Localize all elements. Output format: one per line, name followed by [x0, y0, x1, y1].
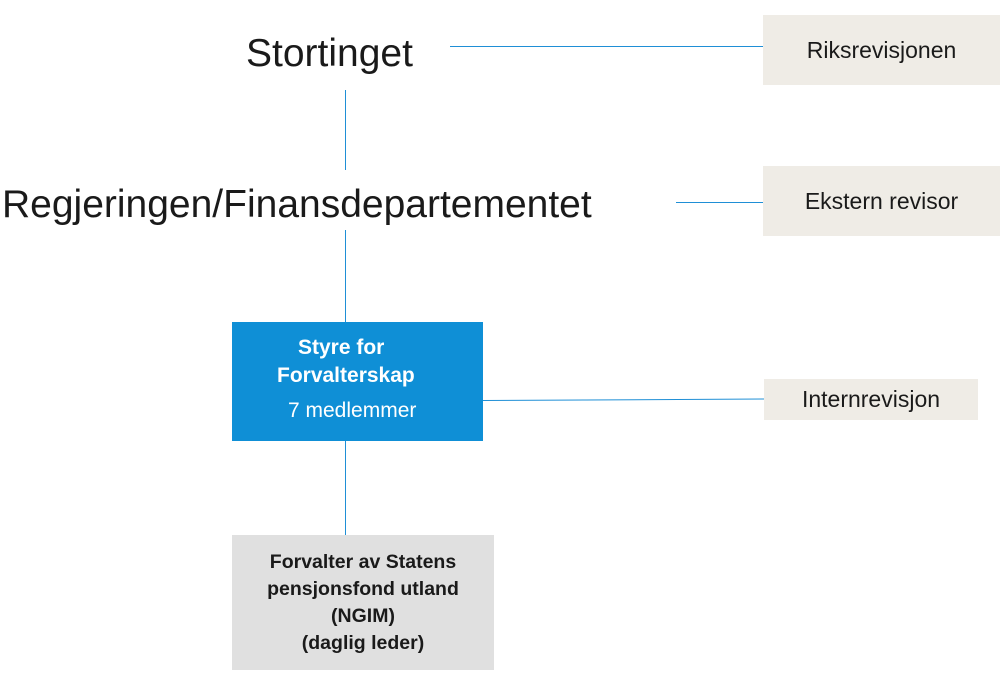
stortinget-node: Stortinget	[246, 32, 413, 75]
ekstern-revisor-label: Ekstern revisor	[804, 187, 959, 214]
forvalter-line3: (NGIM)	[331, 604, 395, 627]
connector-stortinget-riksrevisjonen	[450, 46, 764, 47]
styre-box: Styre for Forvalterskap 7 medlemmer	[232, 322, 483, 441]
styre-title-line2: Forvalterskap	[277, 364, 415, 387]
forvalter-line2: pensjonsfond utland	[267, 577, 459, 600]
internrevisjon-box: Internrevisjon	[764, 379, 978, 420]
styre-title-line1: Styre for	[298, 336, 385, 359]
forvalter-line4: (daglig leder)	[301, 631, 425, 654]
riksrevisjonen-label: Riksrevisjonen	[806, 36, 957, 63]
connector-styre-forvalter	[345, 441, 346, 535]
riksrevisjonen-box: Riksrevisjonen	[763, 15, 1000, 85]
styre-members: 7 medlemmer	[288, 399, 417, 422]
connector-regjeringen-ekstern-revisor	[676, 202, 764, 203]
ekstern-revisor-box: Ekstern revisor	[763, 166, 1000, 236]
regjeringen-node: Regjeringen/Finansdepartementet	[2, 183, 592, 226]
connector-stortinget-regjeringen	[345, 90, 346, 170]
connector-styre-internrevisjon	[482, 398, 764, 401]
connector-regjeringen-styre	[345, 230, 346, 322]
forvalter-line1: Forvalter av Statens	[269, 550, 457, 573]
internrevisjon-label: Internrevisjon	[801, 386, 941, 412]
forvalter-box: Forvalter av Statens pensjonsfond utland…	[232, 535, 494, 670]
